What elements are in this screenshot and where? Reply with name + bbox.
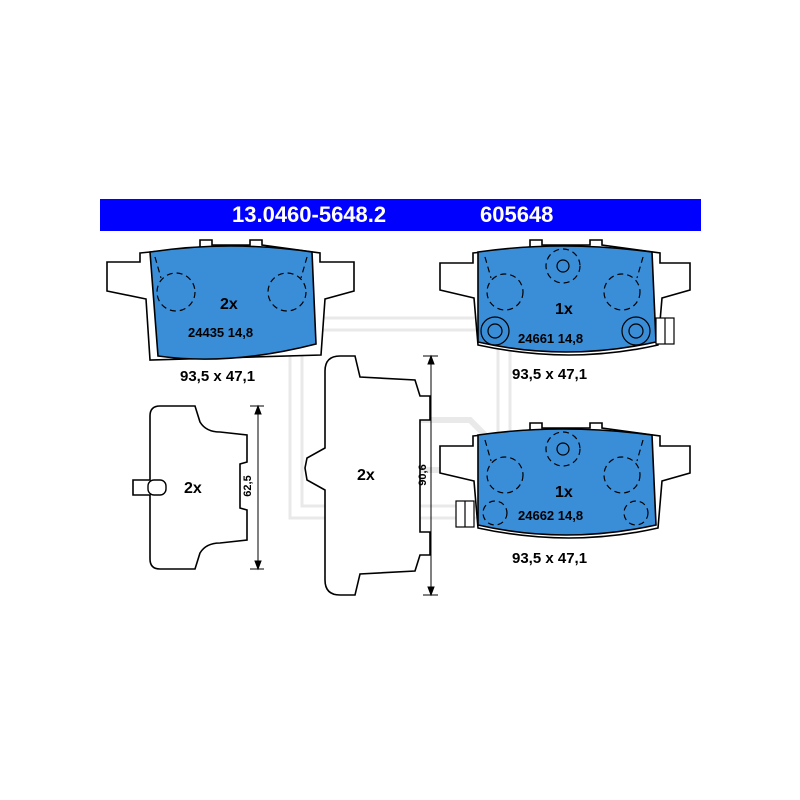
pad-2-hole-top	[545, 248, 581, 284]
pad-3-hole-bottom-left	[482, 500, 508, 526]
pad-3-quantity: 1x	[555, 484, 573, 501]
pad-2-sensor-right	[636, 256, 644, 279]
brake-pad-2	[439, 239, 691, 356]
pad-3-code: 24662 14,8	[518, 508, 584, 523]
clip-1-quantity: 2x	[184, 480, 202, 497]
header-bar	[100, 199, 701, 231]
shim-clip-1	[132, 404, 264, 571]
pad-1-friction	[149, 245, 317, 360]
pad-2-dimensions: 93,5 x 47,1	[512, 366, 588, 383]
clip-1-height: 62,5	[242, 475, 254, 497]
pad-3-hole-bottom-right	[623, 500, 649, 526]
pad-1-hole-right	[267, 272, 307, 312]
shim-clip-2	[304, 354, 438, 597]
pad-2-rivet-right	[621, 316, 651, 346]
clip-2-quantity: 2x	[357, 467, 375, 484]
pad-1-code: 24435 14,8	[188, 325, 254, 340]
clip-1-dimension-line	[250, 404, 264, 571]
pad-2-quantity: 1x	[555, 301, 573, 318]
pad-1-hole-left	[156, 272, 196, 312]
pad-3-friction	[477, 428, 657, 536]
pad-1-sensor-left	[154, 256, 162, 279]
pad-3-hole-right	[603, 456, 641, 494]
pad-3-rivet-top	[556, 442, 570, 456]
pad-3-dimensions: 93,5 x 47,1	[512, 550, 588, 567]
pad-3-hole-left	[486, 456, 524, 494]
pad-2-rivet-top	[556, 259, 570, 273]
pad-2-hole-right	[603, 273, 641, 311]
pad-2-sensor-left	[484, 256, 492, 279]
pad-1-sensor-right	[300, 256, 308, 279]
article-number: 13.0460-5648.2	[232, 202, 387, 227]
pad-3-sensor-left	[484, 439, 492, 462]
pad-1-dimensions: 93,5 x 47,1	[180, 368, 256, 385]
pad-3-sensor-right	[636, 439, 644, 462]
pad-3-hole-top	[545, 431, 581, 467]
brake-pad-3	[439, 422, 691, 539]
clip-2-outline	[304, 355, 431, 596]
clip-2-dimension-line	[423, 354, 438, 597]
brake-pad-1	[106, 239, 355, 361]
pad-1-quantity: 2x	[220, 296, 238, 313]
clip-2-height: 90,6	[417, 464, 429, 486]
pad-2-hole-left	[486, 273, 524, 311]
clip-1-outline	[132, 405, 248, 570]
pad-2-code: 24661 14,8	[518, 331, 584, 346]
reference-number: 605648	[480, 202, 554, 227]
pad-2-rivet-left	[480, 316, 510, 346]
clip-1-slot	[147, 479, 167, 496]
